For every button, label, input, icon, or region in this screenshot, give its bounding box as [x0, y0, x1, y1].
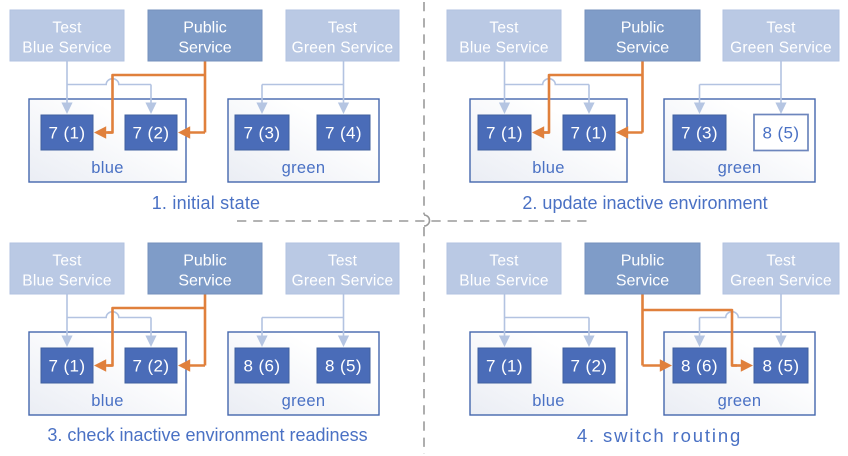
svg-text:7 (3): 7 (3): [244, 124, 281, 143]
svg-text:8 (5): 8 (5): [763, 124, 800, 143]
svg-text:green: green: [282, 159, 326, 177]
svg-text:7 (1): 7 (1): [49, 357, 86, 376]
svg-text:green: green: [282, 392, 326, 410]
svg-text:8 (5): 8 (5): [763, 357, 800, 376]
svg-text:Blue Service: Blue Service: [22, 40, 111, 57]
svg-text:7 (3): 7 (3): [681, 124, 718, 143]
svg-text:Public: Public: [183, 20, 227, 37]
svg-text:blue: blue: [91, 159, 123, 177]
svg-text:Green Service: Green Service: [730, 40, 832, 57]
svg-text:Service: Service: [178, 40, 231, 57]
svg-text:green: green: [718, 392, 762, 410]
svg-text:Service: Service: [616, 40, 669, 57]
svg-text:Green Service: Green Service: [292, 273, 394, 290]
svg-text:blue: blue: [532, 392, 564, 410]
svg-text:7 (2): 7 (2): [571, 357, 608, 376]
svg-text:Test: Test: [489, 253, 519, 270]
svg-text:7 (1): 7 (1): [486, 357, 523, 376]
svg-text:8 (6): 8 (6): [681, 357, 718, 376]
svg-text:7 (4): 7 (4): [325, 124, 362, 143]
svg-text:Green Service: Green Service: [730, 273, 832, 290]
svg-text:3. check inactive environment: 3. check inactive environment readiness: [47, 425, 367, 445]
svg-text:blue: blue: [91, 392, 123, 410]
svg-text:Public: Public: [183, 253, 227, 270]
svg-text:blue: blue: [532, 159, 564, 177]
svg-text:7 (1): 7 (1): [49, 124, 86, 143]
svg-text:Test: Test: [489, 20, 519, 37]
svg-text:Test: Test: [52, 253, 82, 270]
svg-text:Blue Service: Blue Service: [459, 273, 548, 290]
svg-text:Public: Public: [621, 20, 665, 37]
svg-text:8 (5): 8 (5): [325, 357, 362, 376]
svg-text:Service: Service: [616, 273, 669, 290]
svg-text:7 (1): 7 (1): [571, 124, 608, 143]
svg-text:7 (2): 7 (2): [133, 357, 170, 376]
svg-text:7 (1): 7 (1): [486, 124, 523, 143]
svg-text:1. initial state: 1. initial state: [152, 193, 261, 213]
svg-text:Test: Test: [328, 253, 358, 270]
svg-text:Test: Test: [766, 20, 796, 37]
svg-text:Public: Public: [621, 253, 665, 270]
svg-text:Green Service: Green Service: [292, 40, 394, 57]
svg-text:Test: Test: [766, 253, 796, 270]
svg-text:8 (6): 8 (6): [244, 357, 281, 376]
svg-text:7 (2): 7 (2): [133, 124, 170, 143]
svg-text:Test: Test: [52, 20, 82, 37]
svg-text:4. switch routing: 4. switch routing: [577, 425, 742, 446]
svg-text:Blue Service: Blue Service: [22, 273, 111, 290]
svg-text:2. update inactive environment: 2. update inactive environment: [522, 193, 767, 213]
svg-text:Test: Test: [328, 20, 358, 37]
svg-text:Blue Service: Blue Service: [459, 40, 548, 57]
svg-text:Service: Service: [178, 273, 231, 290]
svg-text:green: green: [718, 159, 762, 177]
